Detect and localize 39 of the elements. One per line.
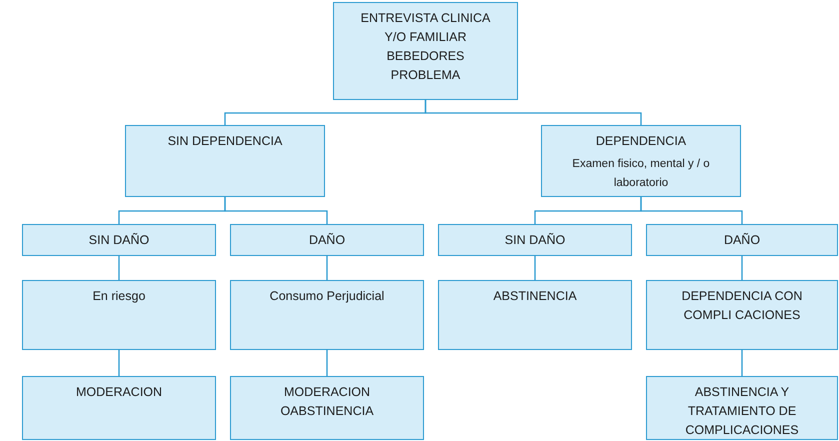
box-text: MODERACION bbox=[76, 384, 162, 401]
box-text: ABSTINENCIA Y TRATAMIENTO DE COMPLICACIONES bbox=[684, 384, 800, 439]
process-box bbox=[230, 280, 424, 350]
box-text: Consumo Perjudicial bbox=[270, 288, 384, 305]
process-box bbox=[646, 280, 838, 350]
box-text: DAÑO bbox=[724, 232, 760, 249]
box-text: DEPENDENCIA CON COMPLI CACIONES bbox=[680, 288, 804, 324]
connector-line bbox=[118, 256, 120, 280]
process-box bbox=[646, 224, 838, 256]
connector-line bbox=[741, 350, 743, 376]
connector-line bbox=[534, 256, 536, 280]
process-box bbox=[333, 2, 518, 100]
process-box bbox=[22, 224, 216, 256]
connector-line bbox=[118, 350, 120, 376]
box-subtext: Examen fisico, mental y / o laboratorio bbox=[571, 157, 711, 191]
connector-line bbox=[424, 100, 642, 125]
process-box bbox=[438, 224, 632, 256]
process-box bbox=[230, 376, 424, 440]
connector-line bbox=[326, 256, 328, 280]
process-box bbox=[230, 224, 424, 256]
box-text: MODERACION OABSTINENCIA bbox=[279, 384, 375, 420]
box-text: En riesgo bbox=[92, 288, 146, 305]
box-text: DAÑO bbox=[308, 232, 346, 249]
connector-line bbox=[224, 197, 328, 224]
box-text: DEPENDENCIA bbox=[596, 133, 686, 150]
process-box bbox=[438, 280, 632, 350]
process-box bbox=[541, 125, 741, 197]
box-text: ABSTINENCIA bbox=[493, 288, 577, 305]
box-text: SIN DAÑO bbox=[504, 232, 566, 249]
process-box bbox=[22, 376, 216, 440]
process-box bbox=[646, 376, 838, 440]
process-box bbox=[22, 280, 216, 350]
process-box bbox=[125, 125, 325, 197]
connector-line bbox=[640, 197, 743, 224]
connector-line bbox=[326, 350, 328, 376]
connector-line bbox=[741, 256, 743, 280]
box-text: SIN DEPENDENCIA bbox=[168, 133, 282, 150]
box-text: ENTREVISTA CLINICA Y/O FAMILIAR BEBEDORES PROBLEMA bbox=[360, 10, 492, 84]
box-text: SIN DAÑO bbox=[88, 232, 150, 249]
